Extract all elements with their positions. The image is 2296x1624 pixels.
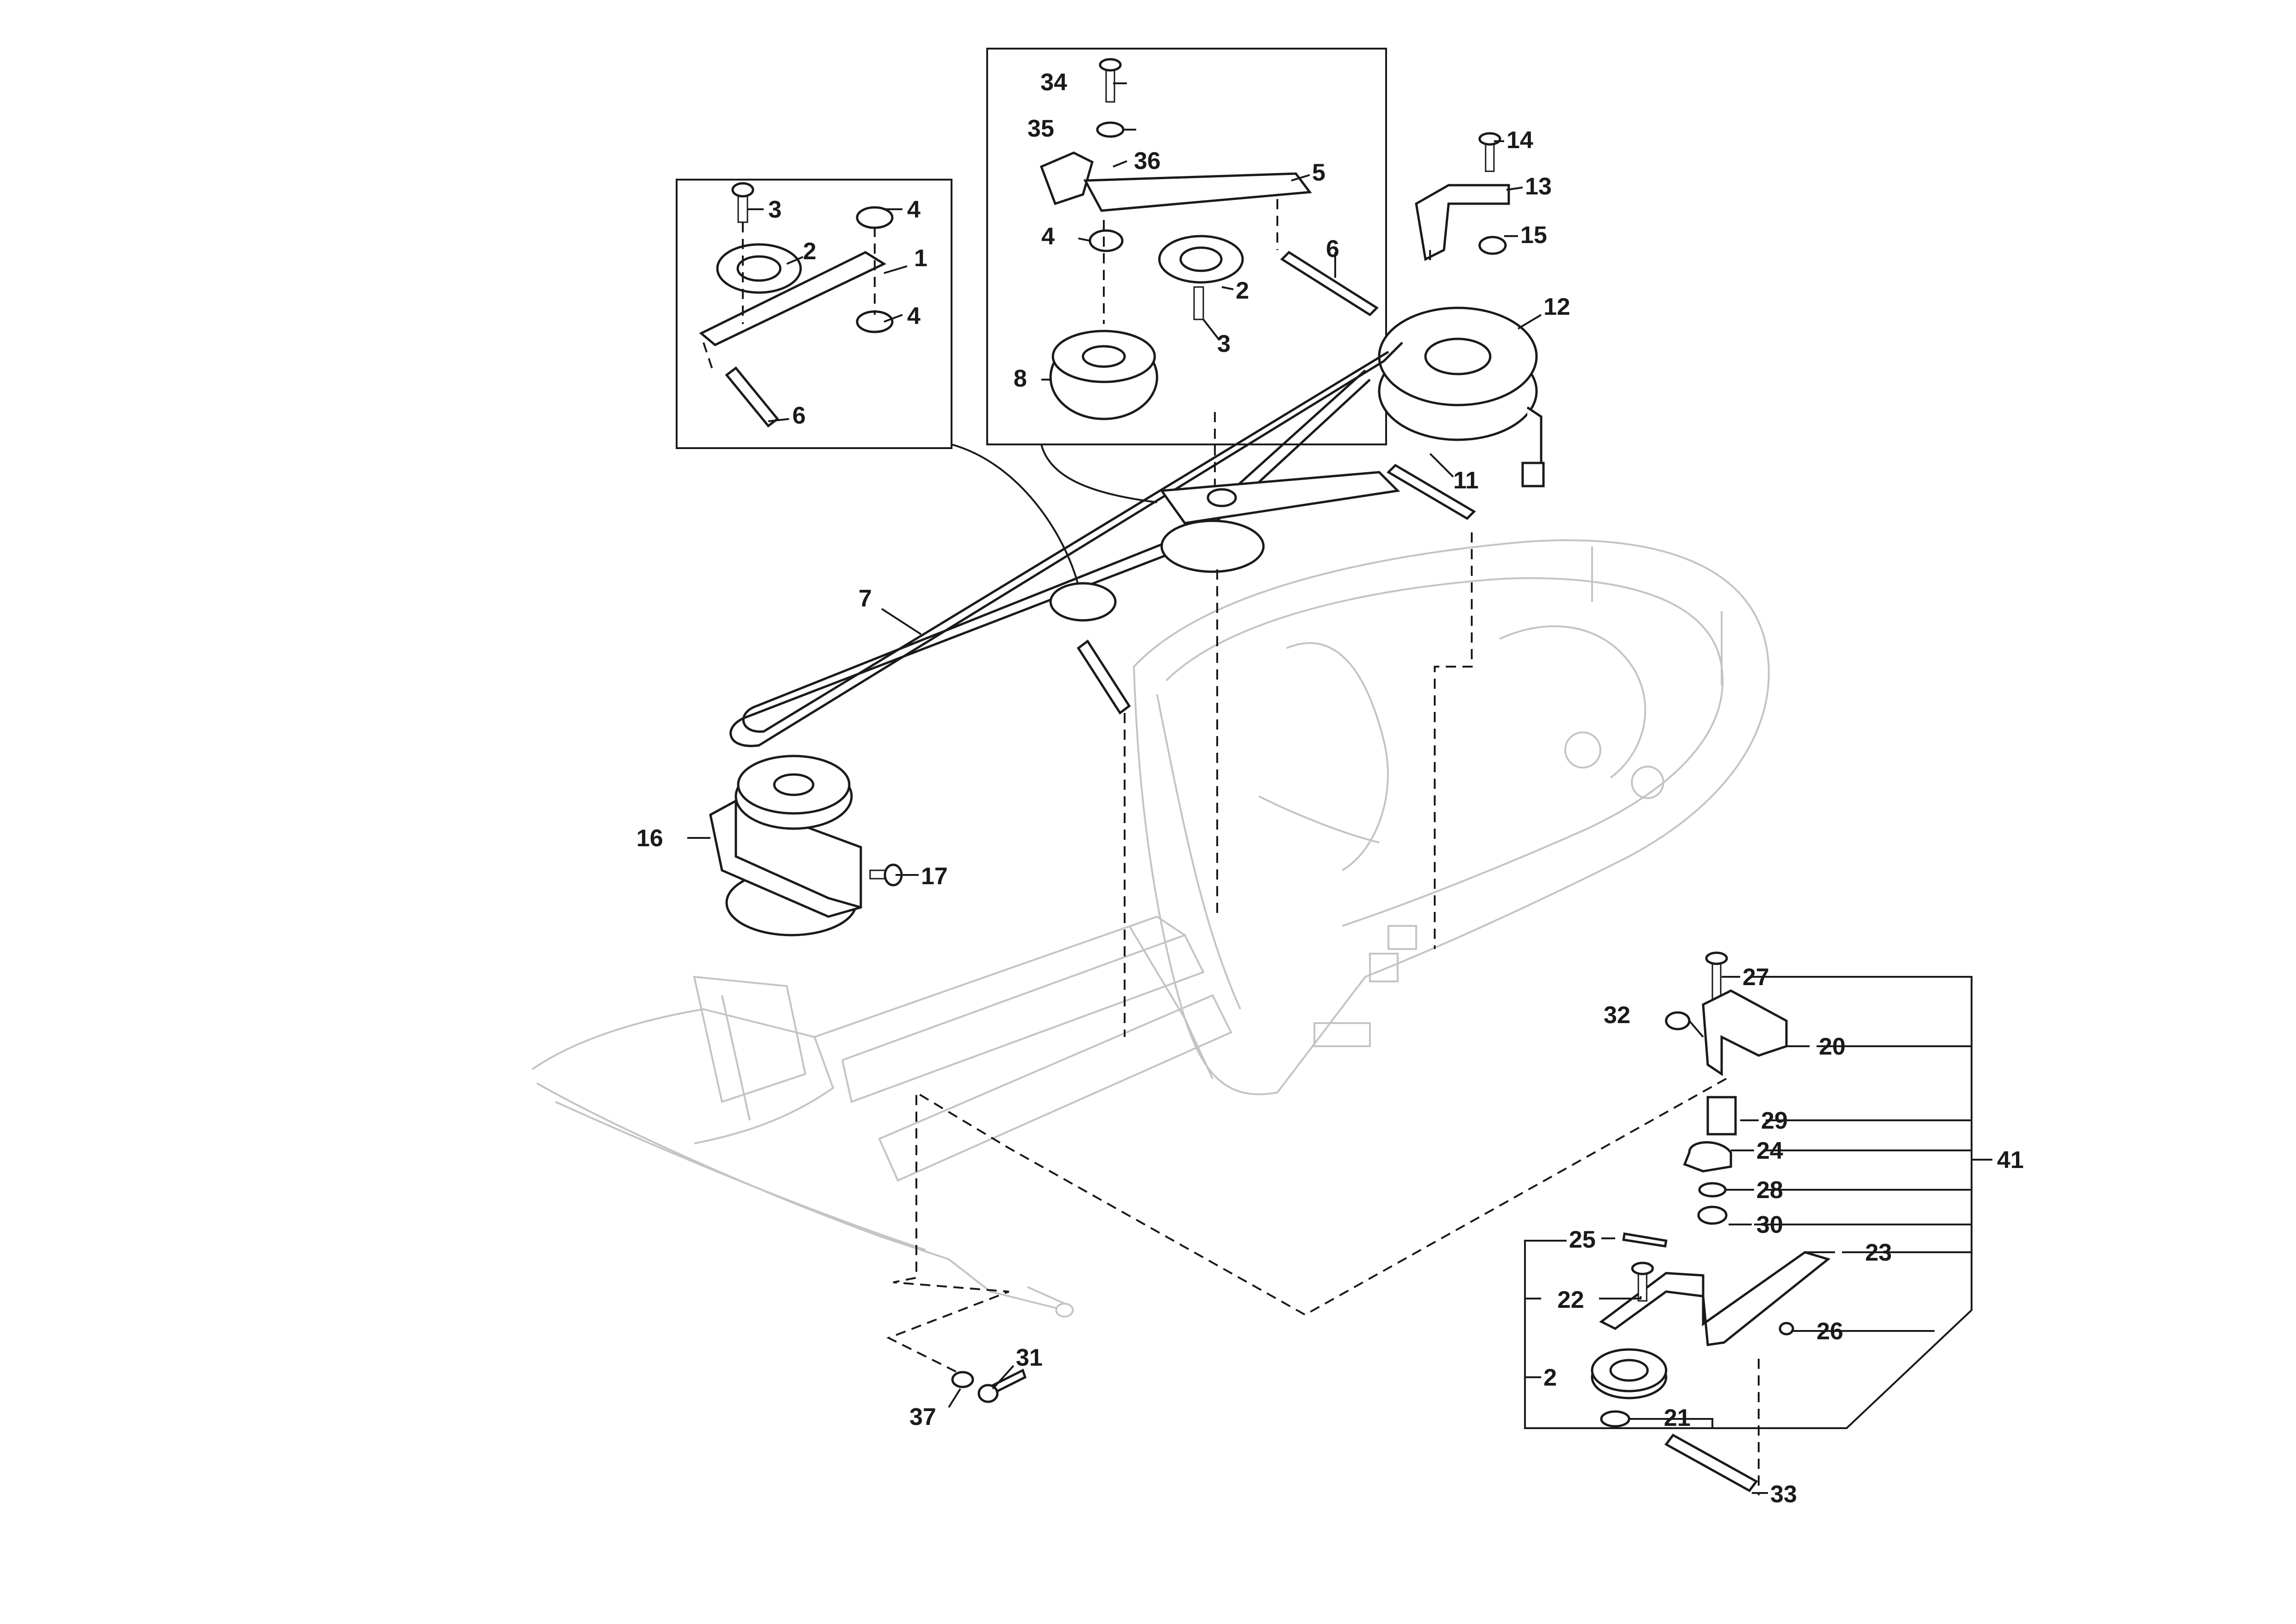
callout-27: 27: [1742, 964, 1769, 991]
callout-32: 32: [1604, 1002, 1630, 1029]
callout-5: 5: [1312, 159, 1325, 186]
callout-13: 13: [1525, 173, 1552, 200]
callout-15: 15: [1520, 222, 1547, 249]
callout-25: 25: [1569, 1226, 1596, 1253]
callout-35: 35: [1027, 115, 1054, 142]
callout-20: 20: [1819, 1033, 1846, 1060]
callout-4: 4: [907, 196, 921, 223]
engine-pulley-assembly: [709, 755, 903, 937]
inset-arrow-center: [1040, 444, 1157, 503]
leader-lines: [687, 82, 1992, 1494]
callout-28: 28: [1756, 1177, 1783, 1204]
callout-2: 2: [1543, 1364, 1557, 1391]
callout-3: 3: [768, 196, 782, 223]
drive-belt: [729, 342, 1476, 1037]
callout-6: 6: [1326, 236, 1339, 262]
clutch-assembly: [1378, 132, 1545, 487]
callout-41: 41: [1997, 1147, 2024, 1174]
callout-14: 14: [1506, 127, 1533, 154]
callout-34: 34: [1040, 69, 1067, 96]
callout-labels: 3 2 4 1 4 6 34 35 36 5 4 6 2 3 8 14 13 1…: [636, 69, 2024, 1508]
inset-arrow-left: [951, 443, 1079, 586]
mower-deck-outline: [1132, 539, 1770, 1095]
idler-bracket-assembly: [886, 951, 1831, 1495]
callout-24: 24: [1756, 1137, 1783, 1164]
callout-6: 6: [792, 402, 806, 429]
callout-33: 33: [1770, 1481, 1797, 1508]
callout-3: 3: [1217, 331, 1231, 357]
bolt-washer-set: [951, 1368, 1027, 1403]
callout-37: 37: [909, 1404, 936, 1430]
callout-7: 7: [859, 585, 872, 612]
callout-2: 2: [803, 238, 816, 265]
callout-17: 17: [921, 863, 948, 890]
idler-arm-assembly-center: [1039, 58, 1379, 500]
callout-4: 4: [907, 303, 921, 330]
callout-8: 8: [1014, 365, 1027, 392]
callout-12: 12: [1543, 294, 1570, 320]
callout-4: 4: [1041, 223, 1055, 250]
callout-30: 30: [1756, 1212, 1783, 1238]
callout-26: 26: [1817, 1318, 1843, 1345]
inset-box-left: [676, 179, 952, 449]
callout-16: 16: [636, 825, 663, 852]
inset-box-center: [986, 48, 1387, 445]
callout-23: 23: [1865, 1239, 1892, 1266]
callout-11: 11: [1453, 467, 1479, 494]
callout-2: 2: [1236, 277, 1249, 304]
callout-31: 31: [1016, 1344, 1043, 1371]
callout-1: 1: [914, 245, 927, 272]
callout-29: 29: [1761, 1107, 1788, 1134]
frame-outline: [531, 915, 1232, 1318]
callout-21: 21: [1664, 1405, 1691, 1431]
idler-arm-assembly-left: [699, 182, 894, 428]
callout-36: 36: [1134, 148, 1161, 175]
callout-22: 22: [1557, 1287, 1584, 1313]
